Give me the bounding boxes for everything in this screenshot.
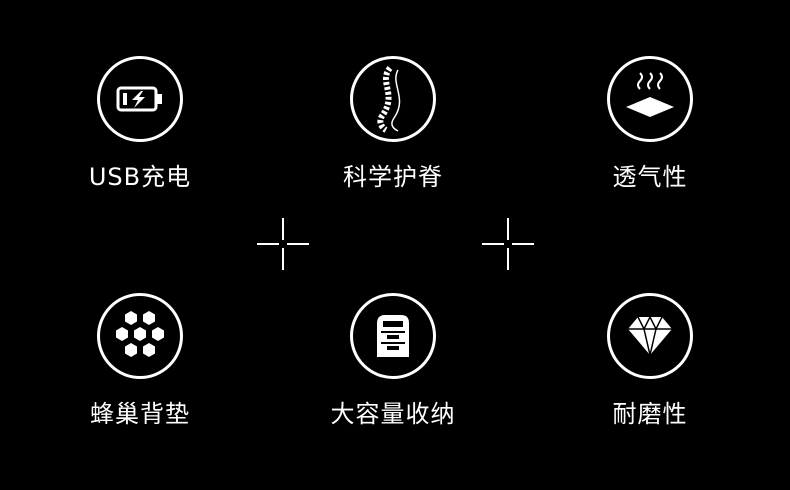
breathable-heat-icon: [607, 56, 693, 142]
feature-label: 耐磨性: [612, 400, 688, 428]
feature-spine-protection: 科学护脊: [283, 56, 503, 216]
diamond-icon: [607, 293, 693, 379]
crosshair-icon: [482, 218, 534, 270]
feature-large-storage: 大容量收纳: [283, 293, 503, 453]
feature-label: 科学护脊: [343, 163, 443, 191]
drawers-storage-icon: [350, 293, 436, 379]
spine-icon: [350, 56, 436, 142]
feature-usb-charging: USB充电: [30, 56, 250, 216]
feature-breathable: 透气性: [540, 56, 760, 216]
feature-honeycomb-pad: 蜂巢背垫: [30, 293, 250, 453]
feature-label: 透气性: [612, 163, 688, 191]
feature-label: USB充电: [88, 163, 192, 191]
honeycomb-icon: [97, 293, 183, 379]
battery-charging-icon: [97, 56, 183, 142]
feature-label: 蜂巢背垫: [90, 400, 190, 428]
feature-wear-resistant: 耐磨性: [540, 293, 760, 453]
feature-label: 大容量收纳: [330, 400, 456, 428]
crosshair-icon: [257, 218, 309, 270]
